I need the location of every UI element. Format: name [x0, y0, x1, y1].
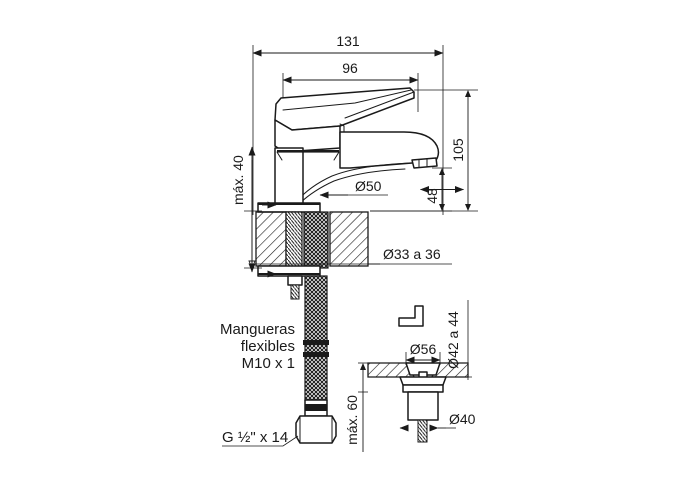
- spout-underside-curve-2: [299, 168, 406, 204]
- dim-label-d50: Ø50: [355, 178, 382, 194]
- drain-bracket-icon: [398, 305, 424, 327]
- base-collar-shadow: [258, 203, 320, 205]
- countertop-right-hatch: [329, 211, 369, 267]
- note-line-3: M10 x 1: [242, 355, 295, 372]
- countertop-left-hatch: [255, 211, 287, 267]
- note-label-g-half: G ½" x 14: [222, 429, 288, 446]
- note-line-1: Mangueras: [220, 321, 295, 338]
- dim-label-hole-33-36: Ø33 a 36: [383, 246, 441, 262]
- dim-label-131: 131: [336, 33, 360, 49]
- dim-label-96: 96: [342, 60, 358, 76]
- dimension-spout-height-48: 48: [370, 167, 464, 212]
- dim-label-48: 48: [424, 188, 440, 204]
- note-line-2: flexibles: [241, 338, 295, 355]
- housing-base-line: [277, 150, 339, 153]
- dim-label-105: 105: [450, 138, 466, 162]
- dimension-drain-hole-42-44: Ø42 a 44: [445, 300, 472, 380]
- note-hose-thread: G ½" x 14: [222, 429, 299, 447]
- flexible-hose-upper: [303, 211, 329, 269]
- fixing-stud: [290, 284, 300, 300]
- threaded-shank: [285, 211, 303, 269]
- drain-assembly-detail: [367, 305, 469, 443]
- mounting-shank-assembly: [257, 211, 329, 300]
- housing-base-flare: [276, 151, 340, 161]
- hose-crimp-lower: [303, 352, 329, 357]
- handle-edge-line: [344, 91, 415, 119]
- dimension-drain-flange-56: Ø56: [405, 341, 441, 365]
- mounting-plate-line: [258, 273, 320, 275]
- drain-gasket: [399, 376, 447, 386]
- drain-locknut: [402, 384, 444, 393]
- dimension-max-40: máx. 40: [230, 146, 277, 278]
- dimension-drain-tail-40: Ø40: [399, 411, 476, 432]
- spout-underside-curve: [295, 162, 413, 203]
- dimension-mounting-hole: Ø33 a 36: [250, 246, 452, 265]
- flexible-hose-braid: [304, 275, 328, 401]
- hose-crimp-upper: [303, 340, 329, 345]
- note-flexible-hoses: Mangueras flexibles M10 x 1: [220, 321, 295, 372]
- dim-label-d42-44: Ø42 a 44: [445, 311, 461, 369]
- hose-ferrule-band: [305, 404, 327, 411]
- faucet-aerator: [411, 157, 438, 169]
- faucet-column-riser: [274, 147, 304, 205]
- handle-crease-line: [282, 89, 412, 111]
- faucet-body-assembly: [257, 87, 440, 213]
- dimension-max-60: máx. 60: [344, 362, 368, 452]
- flexible-hose-assembly: [295, 275, 337, 444]
- drain-tailpiece: [417, 419, 428, 443]
- dimension-overall-height-105: 105: [370, 89, 478, 212]
- dim-label-max-60: máx. 60: [344, 395, 360, 445]
- dim-label-d56: Ø56: [410, 341, 437, 357]
- countertop-section: [255, 211, 369, 267]
- dimension-base-diameter-50: Ø50: [319, 178, 388, 199]
- hose-hex-nut: [295, 415, 337, 444]
- drain-body-tube: [407, 391, 439, 421]
- aerator-rib: [418, 158, 428, 168]
- dim-label-max-40: máx. 40: [230, 155, 246, 205]
- fixing-nut: [287, 275, 303, 286]
- dim-label-d40: Ø40: [449, 411, 476, 427]
